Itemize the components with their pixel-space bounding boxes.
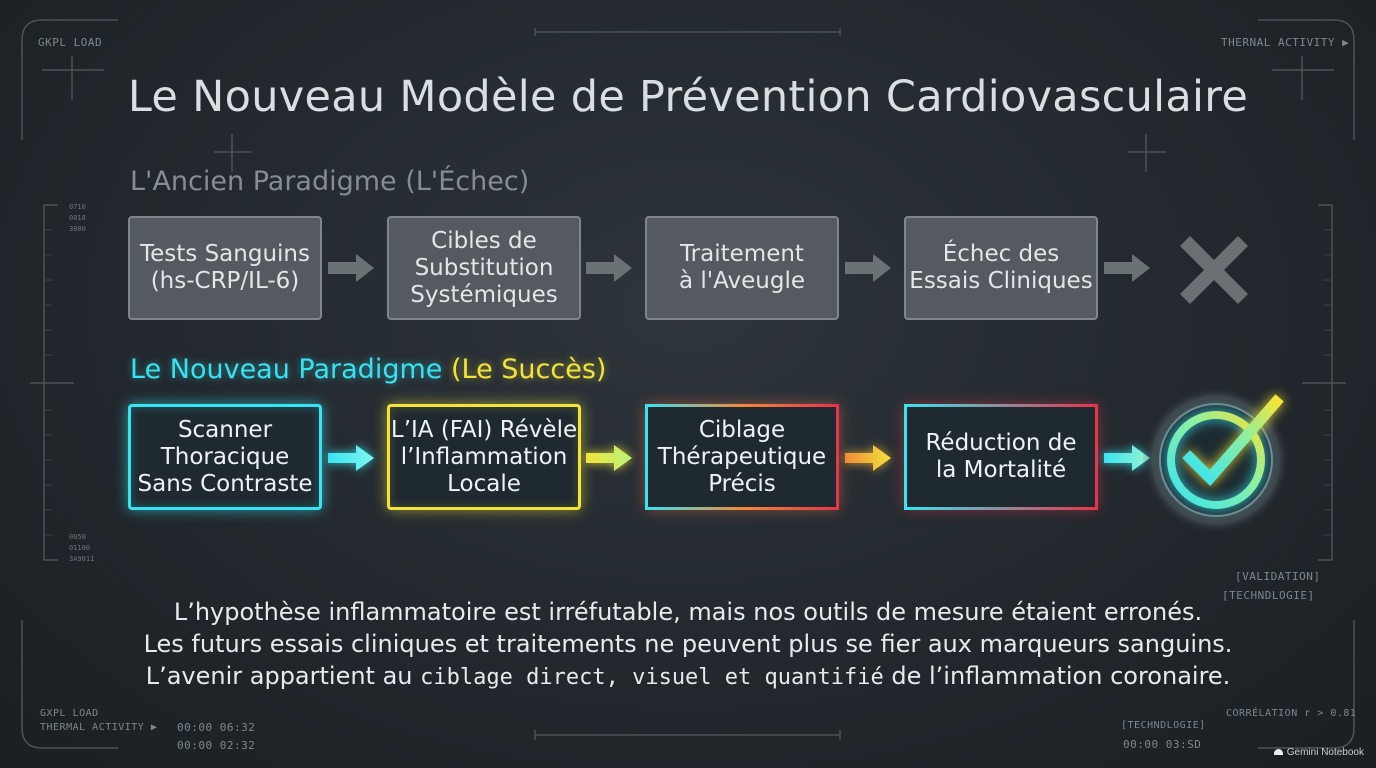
- conclusion-line: Les futurs essais cliniques et traitemen…: [143, 630, 1233, 658]
- old-arrow-icon: [845, 254, 891, 282]
- hud-time: 00:00 03:SD: [1123, 738, 1202, 751]
- hud-validation-label: [VALIDATION]: [1235, 570, 1321, 583]
- new-step-precise-targeting: Ciblage Thérapeutique Précis: [645, 404, 839, 510]
- hud-tick: 0050: [69, 533, 86, 541]
- new-paradigm-heading-success: (Le Succès): [450, 354, 607, 385]
- hud-technology-label: [TECHNDLOGIE]: [1222, 589, 1315, 602]
- new-step-ai-fai: L’IA (FAI) Révèle l’Inflammation Locale: [387, 404, 581, 510]
- old-arrow-icon: [586, 254, 632, 282]
- hud-time: 00:00 02:32: [177, 739, 256, 752]
- x-mark-icon: [1180, 236, 1248, 304]
- hud-tick: 3080: [69, 225, 86, 233]
- brand-icon: [1273, 749, 1283, 756]
- old-step-surrogate-targets: Cibles de Substitution Systémiques: [387, 216, 581, 320]
- hud-time: 00:00 06:32: [177, 721, 256, 734]
- hud-load-label-bottom: GXPL LOAD: [40, 708, 99, 719]
- conclusion-line: L’hypothèse inflammatoire est irréfutabl…: [173, 598, 1203, 626]
- old-paradigm-heading: L'Ancien Paradigme (L'Échec): [130, 166, 530, 197]
- new-arrow-icon: [328, 445, 374, 471]
- hud-technology-label-bottom: [TECHNDLOGIE]: [1121, 720, 1206, 731]
- hud-tick: 0710: [69, 203, 86, 211]
- conclusion-emphasis: ciblage direct, visuel et quantifié: [420, 665, 884, 690]
- old-step-blood-tests: Tests Sanguins (hs-CRP/IL-6): [128, 216, 322, 320]
- hud-tick: 0018: [69, 214, 86, 222]
- hud-tick: 01100: [69, 544, 91, 552]
- conclusion-line: L’avenir appartient au ciblage direct, v…: [0, 660, 1376, 694]
- hud-ticks-bottom: 0050 01100 3A9011: [69, 532, 94, 565]
- page-title: Le Nouveau Modèle de Prévention Cardiova…: [127, 72, 1249, 122]
- new-step-chest-scanner: Scanner Thoracique Sans Contraste: [128, 404, 322, 510]
- hud-correlation: CORRÉLATION r > 0.81: [1226, 708, 1357, 719]
- hud-thermal-label: THERNAL ACTIVITY ▶: [1221, 36, 1350, 49]
- old-arrow-icon: [1104, 254, 1150, 282]
- check-circle-icon: [1142, 386, 1290, 534]
- new-arrow-icon: [845, 445, 891, 471]
- hud-tick: 3A9011: [69, 555, 95, 563]
- conclusion-text: L’hypothèse inflammatoire est irréfutabl…: [0, 596, 1376, 694]
- conclusion-line-start: L’avenir appartient au: [145, 662, 421, 690]
- brand-label: Gemini Notebook: [1286, 747, 1364, 758]
- old-step-blind-treatment: Traitement à l'Aveugle: [645, 216, 839, 320]
- conclusion-line-end: de l’inflammation coronaire.: [883, 662, 1231, 690]
- old-arrow-icon: [328, 254, 374, 282]
- hud-load-label: GKPL LOAD: [38, 36, 103, 49]
- old-step-trial-failure: Échec des Essais Cliniques: [904, 216, 1098, 320]
- new-arrow-icon: [586, 445, 632, 471]
- new-arrow-icon: [1104, 445, 1150, 471]
- new-paradigm-heading-main: Le Nouveau Paradigme: [130, 354, 451, 385]
- hud-ticks-top: 0710 0018 3080: [69, 202, 86, 235]
- hud-thermal-label-bottom: THERMAL ACTIVITY ▶: [40, 722, 158, 733]
- new-paradigm-heading: Le Nouveau Paradigme (Le Succès): [130, 354, 606, 385]
- brand-footer: Gemini Notebook: [1273, 747, 1364, 758]
- new-step-mortality-reduction: Réduction de la Mortalité: [904, 404, 1098, 510]
